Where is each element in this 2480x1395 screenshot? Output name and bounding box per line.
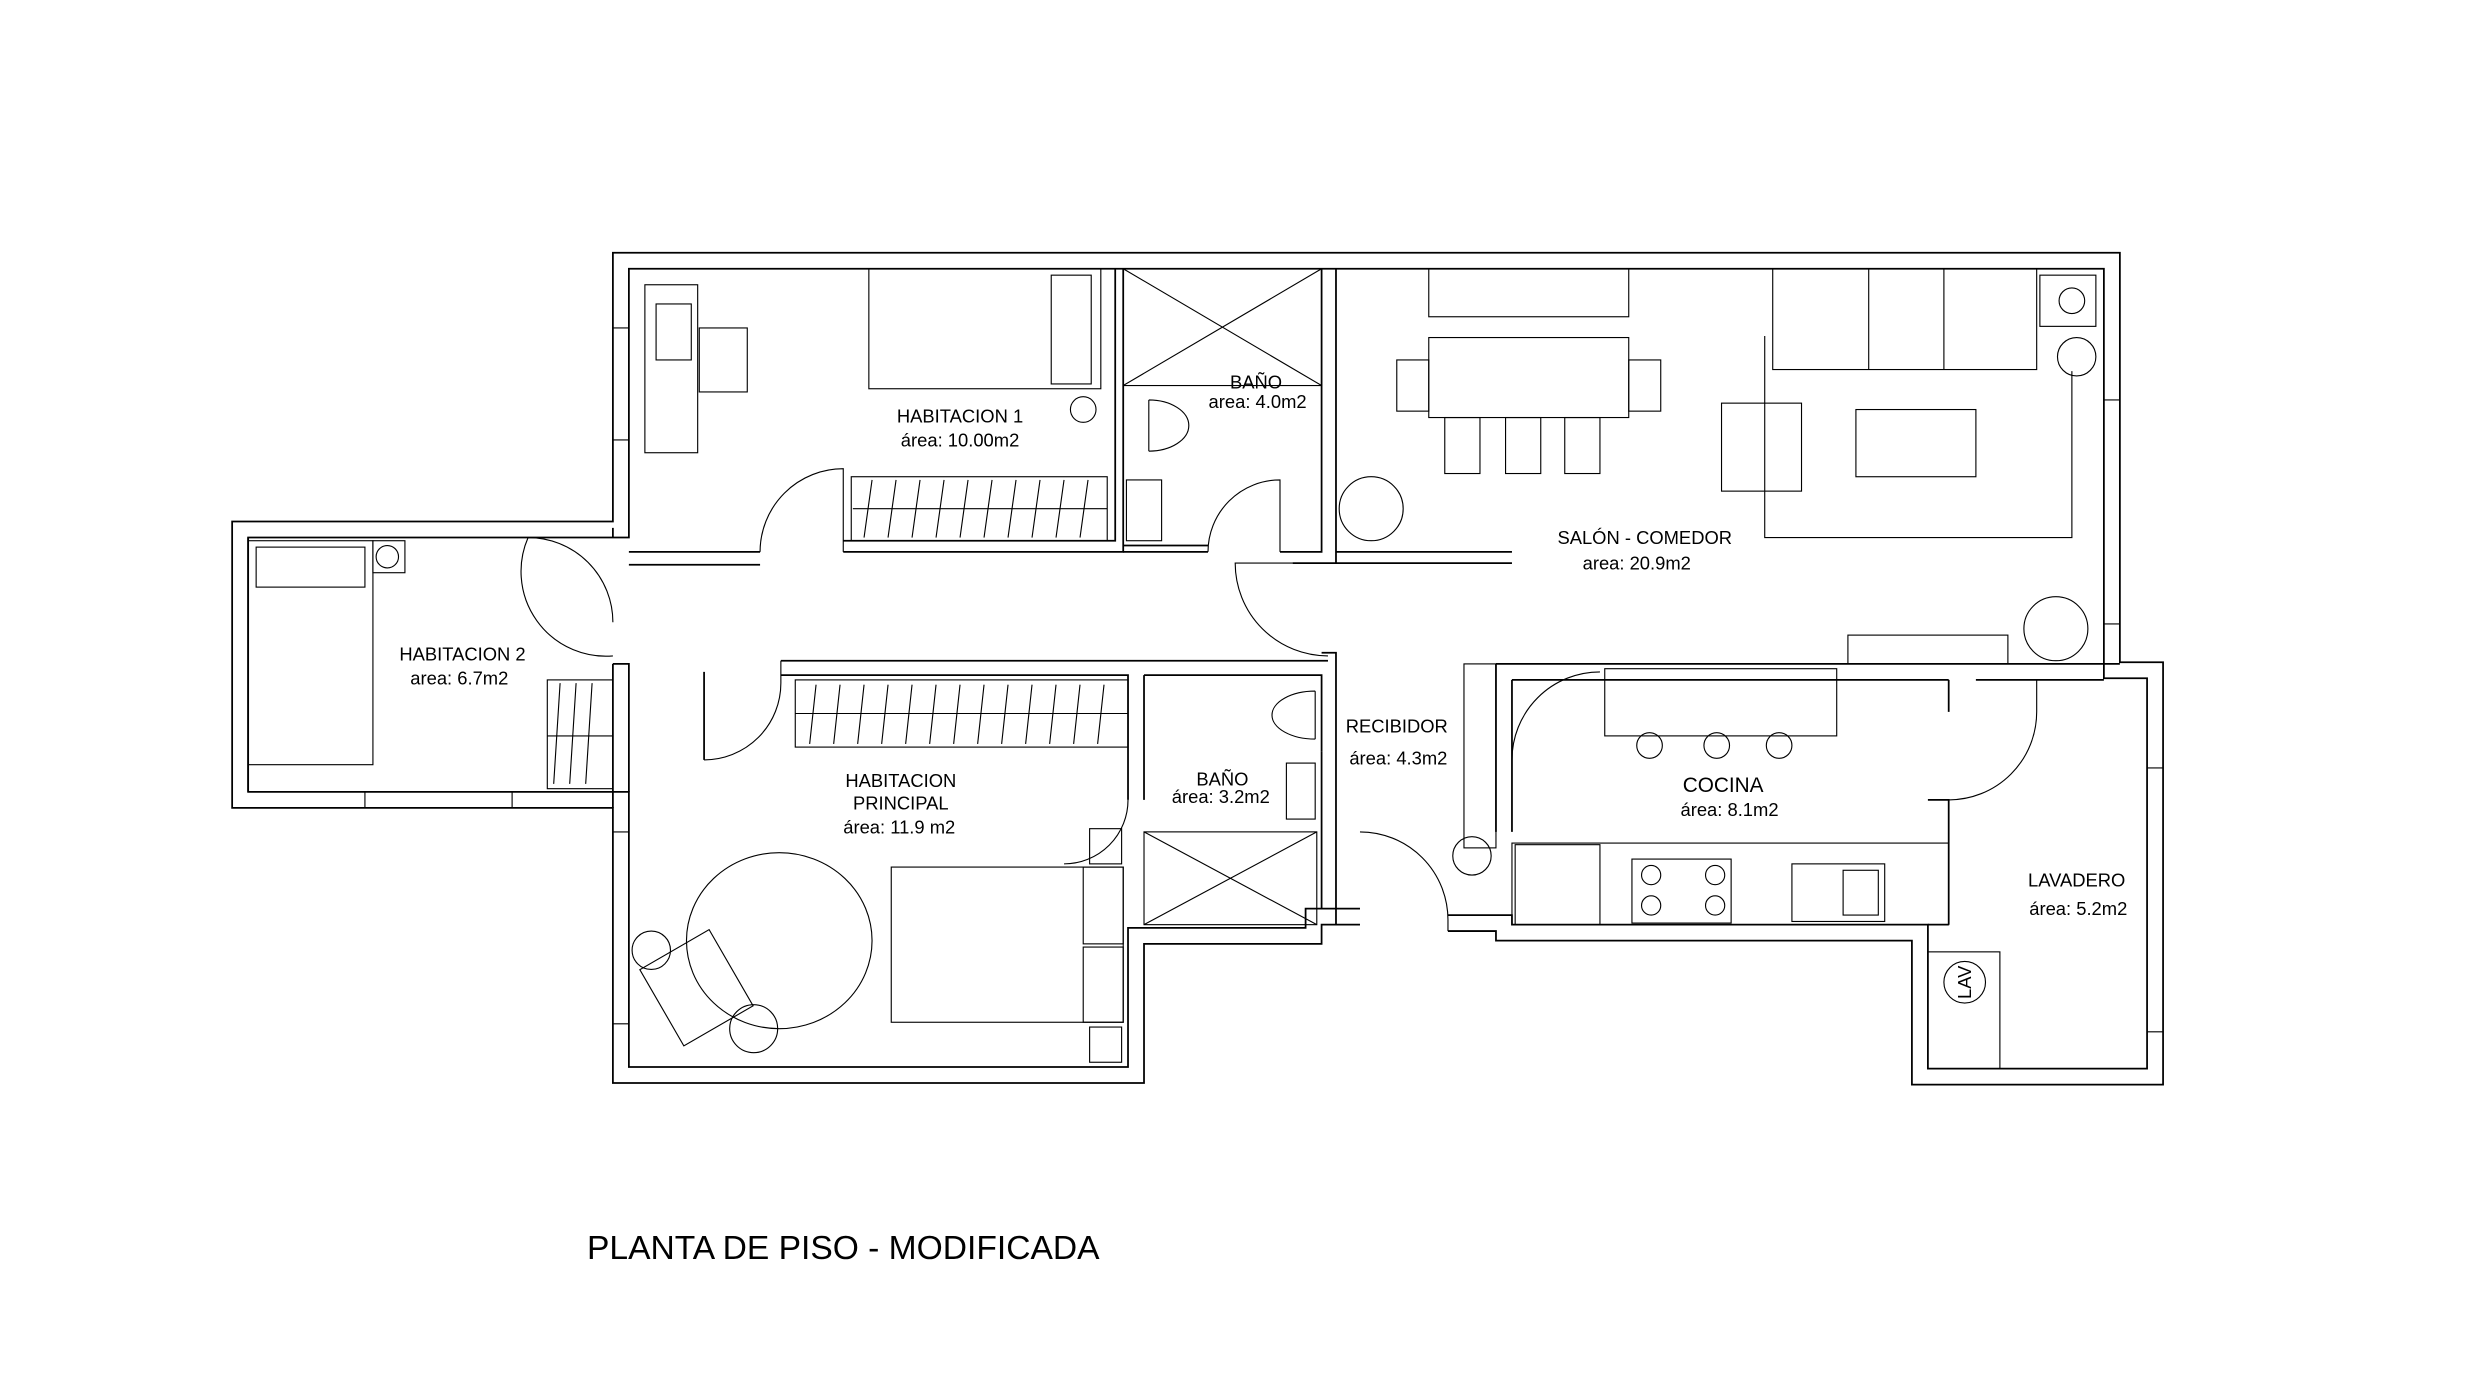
room-name-lavadero: LAVADERO	[2028, 869, 2125, 890]
doors	[520, 468, 2038, 932]
room-labels: HABITACION 1 área: 10.00m2 BAÑO area: 4.…	[399, 372, 2127, 999]
room-area-bano-1: area: 4.0m2	[1209, 391, 1307, 412]
room-name-habitacion-1: HABITACION 1	[897, 405, 1023, 426]
room-name-salon-comedor: SALÓN - COMEDOR	[1557, 527, 1732, 548]
interior-walls	[247, 268, 2120, 926]
room-area-bano-2: área: 3.2m2	[1172, 786, 1270, 807]
room-area-cocina: área: 8.1m2	[1680, 799, 1778, 820]
room-area-lavadero: área: 5.2m2	[2029, 898, 2127, 919]
room-area-habitacion-principal: área: 11.9 m2	[843, 816, 955, 837]
room-area-habitacion-2: area: 6.7m2	[410, 668, 508, 689]
room-name-habitacion-2: HABITACION 2	[399, 644, 525, 665]
room-name-cocina: COCINA	[1683, 774, 1764, 797]
exterior-walls	[231, 251, 2164, 1086]
room-name-habitacion-principal-1: HABITACION	[845, 770, 956, 791]
room-name-habitacion-principal-2: PRINCIPAL	[853, 792, 949, 813]
room-area-salon-comedor: area: 20.9m2	[1583, 553, 1691, 574]
room-name-recibidor: RECIBIDOR	[1346, 716, 1448, 737]
furniture	[247, 268, 2097, 1070]
room-area-recibidor: área: 4.3m2	[1349, 748, 1447, 769]
plan-title: PLANTA DE PISO - MODIFICADA	[587, 1230, 1100, 1267]
room-name-bano-1: BAÑO	[1230, 372, 1282, 393]
room-area-habitacion-1: área: 10.00m2	[901, 429, 1020, 450]
room-name-bano-2: BAÑO	[1196, 768, 1248, 789]
washer-label: LAV	[1954, 965, 1975, 999]
